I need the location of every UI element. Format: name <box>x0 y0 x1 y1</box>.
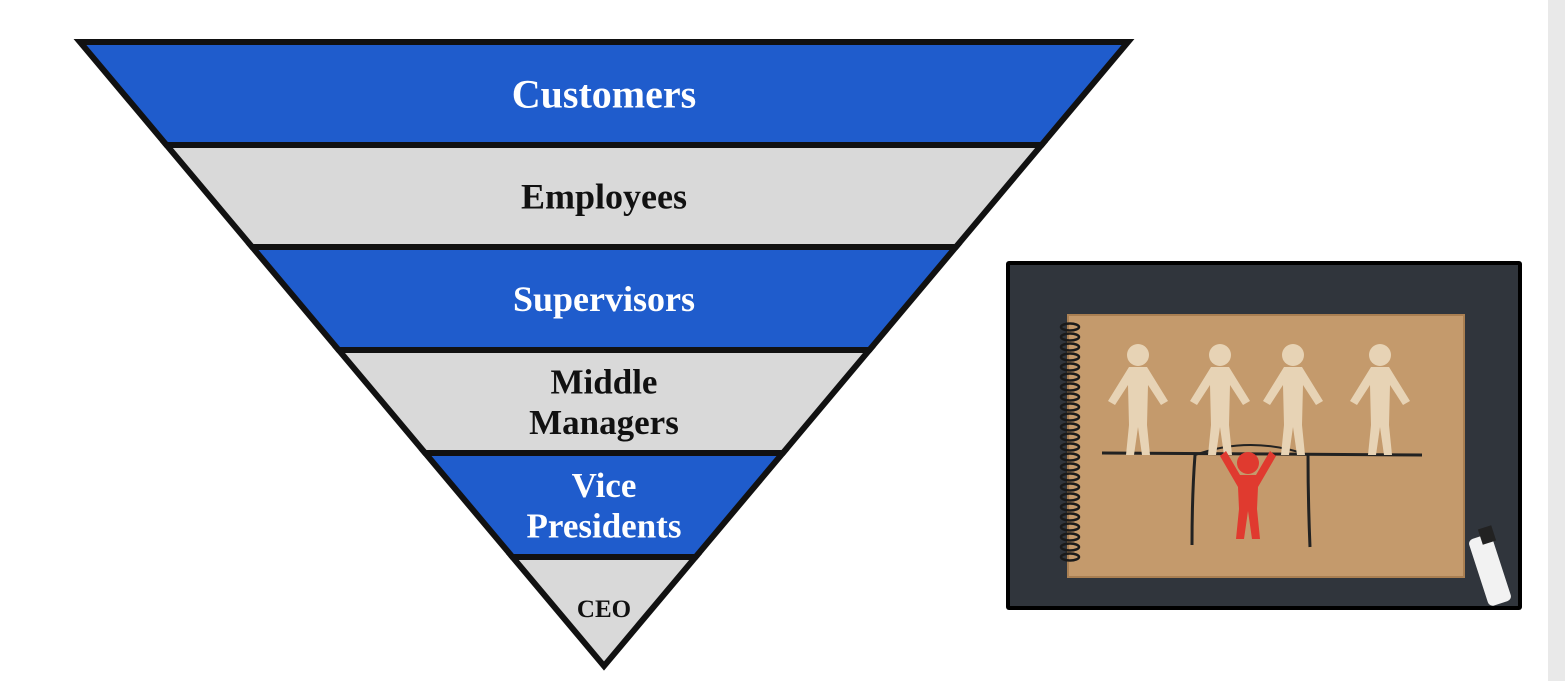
pyramid-tier-label: Customers <box>512 72 696 117</box>
pyramid-tier-label: Supervisors <box>513 279 695 319</box>
team-leadership-photo <box>1010 265 1518 606</box>
red-figure-icon <box>1220 451 1276 539</box>
pyramid-tier-5 <box>506 554 702 671</box>
pyramid-tier-label: Presidents <box>527 506 682 545</box>
wooden-figure-icon <box>1190 344 1250 455</box>
inverted-pyramid-diagram: CustomersEmployeesSupervisorsMiddleManag… <box>73 39 1135 671</box>
pyramid-tier-label: Managers <box>529 403 679 442</box>
pyramid-tier-label: Employees <box>521 177 687 217</box>
wooden-figure-icon <box>1108 344 1168 455</box>
wooden-figure-icon <box>1263 344 1323 455</box>
pyramid-tier-label: Vice <box>572 466 637 505</box>
photo-frame <box>1006 261 1522 610</box>
wooden-figure-icon <box>1350 344 1410 455</box>
notebook-icon <box>1059 314 1465 578</box>
marker-icon <box>1469 525 1511 606</box>
pyramid-tier-label: CEO <box>577 596 631 623</box>
right-edge-strip <box>1548 0 1565 681</box>
pyramid-tier-label: Middle <box>551 363 658 402</box>
